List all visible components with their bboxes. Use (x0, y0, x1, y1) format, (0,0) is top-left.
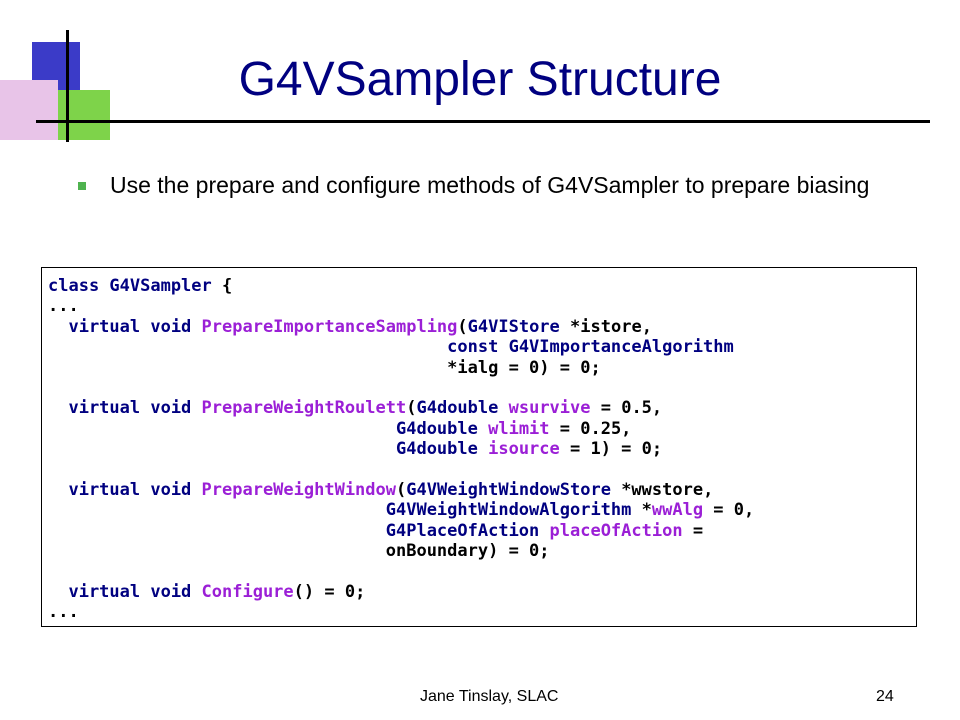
code-token: placeOfAction (549, 520, 683, 541)
code-line: class G4VSampler { (48, 276, 232, 296)
code-token: G4double (48, 439, 489, 460)
code-token: virtual void (48, 398, 202, 419)
code-token: wlimit (488, 418, 550, 439)
code-token: G4VImportanceAlgorithm (508, 337, 734, 358)
title-underline (36, 120, 930, 123)
code-token: isource (488, 439, 560, 460)
code-token: G4PlaceOfAction (48, 520, 550, 541)
logo-vertical-line (66, 30, 69, 142)
code-token: = 0.5, (590, 398, 663, 419)
footer-author: Jane Tinslay, SLAC (420, 688, 559, 705)
code-line: ... (48, 296, 79, 316)
code-token: = 1) = 0; (559, 439, 663, 460)
code-token: ... (48, 296, 79, 317)
code-token: G4double (416, 398, 509, 419)
code-token: const (48, 337, 509, 358)
code-token: PrepareWeightWindow (201, 480, 396, 500)
code-token: * (641, 500, 652, 521)
code-token: virtual void (48, 582, 202, 602)
code-token: virtual void (48, 316, 202, 337)
code-line: *ialg = 0) = 0; (48, 358, 601, 378)
code-token: wwAlg (651, 500, 704, 521)
code-token: = 0.25, (549, 418, 632, 439)
bullet-square-icon (78, 182, 86, 190)
code-line: G4double isource = 1) = 0; (48, 439, 662, 459)
code-token: virtual void (48, 480, 202, 500)
code-token: G4VIStore (467, 316, 571, 337)
code-token: PrepareWeightRoulett (201, 398, 407, 419)
code-token: onBoundary) = 0; (48, 541, 550, 562)
code-token: PrepareImportanceSampling (201, 316, 458, 337)
code-line: onBoundary) = 0; (48, 541, 550, 561)
code-token: wsurvive (508, 398, 591, 419)
code-token: G4VWeightWindowStore (406, 480, 622, 500)
code-token: Configure (201, 582, 294, 602)
code-line: ... (48, 602, 79, 622)
code-token: class G4VSampler (48, 276, 212, 296)
code-token: () = 0; (293, 582, 366, 602)
code-line: const G4VImportanceAlgorithm (48, 337, 734, 357)
code-token: , (641, 316, 652, 337)
code-line: virtual void PrepareWeightWindow(G4VWeig… (48, 480, 713, 500)
logo-pink-square (0, 80, 58, 140)
code-line: G4VWeightWindowAlgorithm *wwAlg = 0, (48, 500, 755, 521)
code-token: { (211, 276, 233, 296)
bullet-text: Use the prepare and configure methods of… (110, 172, 870, 198)
page-number: 24 (876, 688, 894, 705)
code-token: istore (580, 316, 642, 337)
code-line: G4double wlimit = 0.25, (48, 419, 631, 439)
code-token: G4VWeightWindowAlgorithm (48, 500, 642, 521)
code-listing: class G4VSampler {... virtual void Prepa… (41, 267, 917, 627)
code-token: *wwstore, (621, 480, 714, 500)
code-token: ( (396, 480, 407, 500)
code-line: virtual void PrepareWeightRoulett(G4doub… (48, 398, 662, 418)
code-token: ( (406, 398, 417, 419)
code-line: virtual void Configure() = 0; (48, 582, 365, 602)
code-token: = (682, 520, 704, 541)
code-token: ... (48, 602, 79, 623)
code-line: virtual void PrepareImportanceSampling(G… (48, 316, 652, 337)
code-token: ( (457, 316, 468, 337)
code-token: = 0, (703, 500, 755, 521)
code-token: *ialg = 0) = 0; (48, 357, 601, 378)
code-token: * (570, 316, 581, 337)
code-token: G4double (48, 418, 489, 439)
code-line: G4PlaceOfAction placeOfAction = (48, 521, 703, 541)
slide-title: G4VSampler Structure (238, 53, 722, 106)
